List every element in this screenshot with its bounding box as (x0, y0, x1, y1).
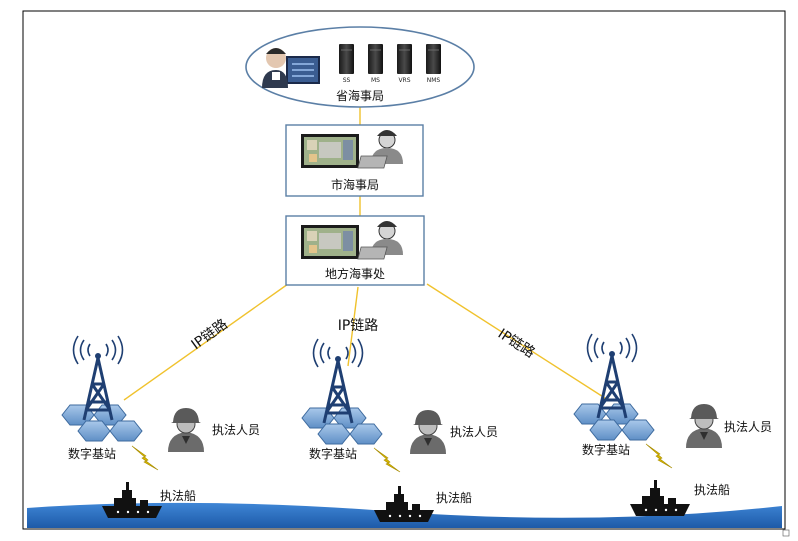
local-label: 地方海事处 (325, 266, 385, 281)
corner-marker (782, 529, 790, 537)
officer-icon (409, 409, 447, 455)
lightning-icon (645, 443, 673, 469)
link-label-right: IP链路 (495, 326, 538, 362)
link-local-right-station (426, 283, 609, 401)
server-icon (339, 44, 354, 74)
lightning-icon (131, 445, 159, 471)
boat-icon (374, 486, 434, 522)
province-ellipse (245, 26, 475, 108)
link-local-center-station (347, 286, 359, 367)
site-3: 数字基站 执法人员 执法船 (573, 332, 772, 516)
server-icon (368, 44, 383, 74)
officer-icon (167, 407, 205, 453)
boat-label: 执法船 (160, 489, 196, 503)
province-label: 省海事局 (336, 88, 384, 103)
workstation-icon (300, 220, 404, 260)
station-label: 数字基站 (309, 446, 357, 461)
site-2: 数字基站 执法人员 执法船 (301, 337, 498, 522)
officer-label: 执法人员 (450, 425, 498, 439)
station-label: 数字基站 (68, 446, 116, 461)
workstation-icon (300, 129, 404, 169)
node-local: 地方海事处 (285, 215, 425, 286)
node-city: 市海事局 (285, 124, 424, 197)
officer-label: 执法人员 (724, 420, 772, 434)
boat-icon (630, 480, 690, 516)
server-icon (397, 44, 412, 74)
diagram-frame (22, 10, 786, 530)
boat-label: 执法船 (436, 491, 472, 505)
boat-label: 执法船 (694, 483, 730, 497)
server-icons (339, 44, 441, 74)
site-1: 数字基站 执法人员 执法船 (61, 334, 260, 518)
node-province: SS MS VRS NMS 省海事局 (245, 26, 475, 108)
server-icon (426, 44, 441, 74)
server-label-ms: MS (371, 77, 380, 84)
server-label-nms: NMS (427, 77, 441, 84)
officer-label: 执法人员 (212, 423, 260, 437)
station-label: 数字基站 (582, 442, 630, 457)
link-lines (123, 106, 609, 401)
boat-icon (102, 482, 162, 518)
link-label-center: IP链路 (338, 318, 379, 334)
link-local-left-station (123, 283, 289, 401)
lightning-icon (373, 447, 401, 473)
server-label-vrs: VRS (398, 77, 410, 84)
city-label: 市海事局 (331, 177, 379, 192)
officer-icon (685, 403, 723, 449)
dispatcher-icon (262, 48, 320, 88)
link-label-left: IP链路 (189, 316, 231, 353)
server-label-ss: SS (343, 77, 351, 84)
